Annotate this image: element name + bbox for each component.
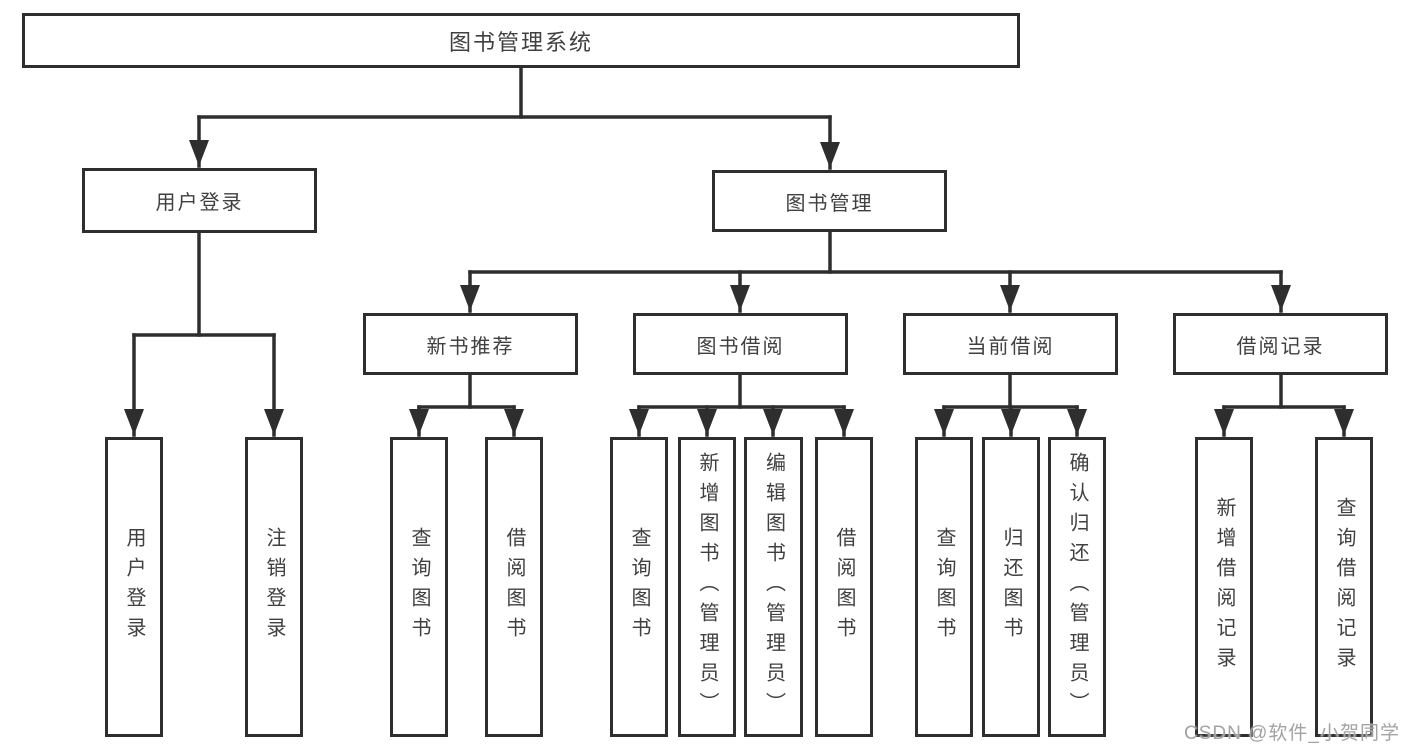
leaf-bb-edit-books-admin: 编辑图书（管理员） [744, 437, 803, 737]
leaf-cb-confirm-return-admin: 确认归还（管理员） [1048, 437, 1106, 737]
leaf-br-query-record: 查询借阅记录 [1315, 437, 1373, 737]
leaf-logout: 注销登录 [245, 437, 303, 737]
node-new-book-recommend: 新书推荐 [363, 313, 578, 375]
leaf-nb-query-books: 查询图书 [390, 437, 448, 737]
node-user-login: 用户登录 [82, 168, 317, 233]
leaf-nb-borrow-books: 借阅图书 [485, 437, 543, 737]
leaf-br-add-record: 新增借阅记录 [1195, 437, 1253, 737]
leaf-user-login: 用户登录 [105, 437, 163, 737]
leaf-bb-query-books: 查询图书 [610, 437, 668, 737]
leaf-cb-query-books: 查询图书 [915, 437, 973, 737]
csdn-watermark: CSDN @软件_小贺同学 [1184, 723, 1400, 744]
leaf-bb-borrow-books: 借阅图书 [815, 437, 873, 737]
leaf-bb-add-books-admin: 新增图书（管理员） [678, 437, 736, 737]
node-current-borrow: 当前借阅 [903, 313, 1118, 375]
node-book-borrow: 图书借阅 [633, 313, 848, 375]
node-root: 图书管理系统 [22, 13, 1020, 68]
leaf-cb-return-books: 归还图书 [982, 437, 1040, 737]
node-book-management: 图书管理 [712, 170, 947, 232]
node-borrow-records: 借阅记录 [1173, 313, 1388, 375]
